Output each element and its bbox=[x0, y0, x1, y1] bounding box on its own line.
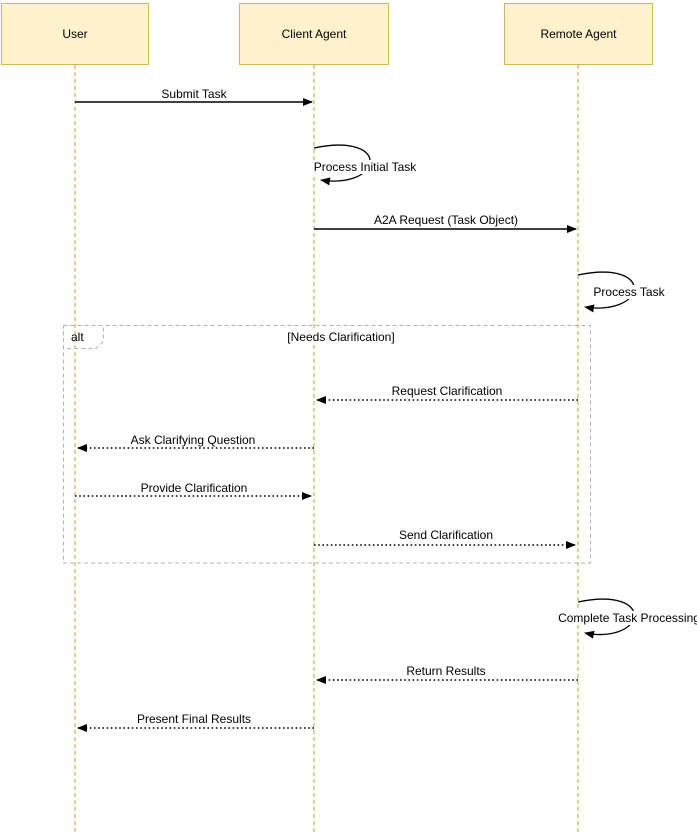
participant-client-agent-label: Client Agent bbox=[281, 27, 347, 41]
message-label-process-task: Process Task bbox=[592, 285, 666, 299]
message-label-provide-clarification: Provide Clarification bbox=[139, 481, 249, 495]
message-label-submit-task: Submit Task bbox=[160, 87, 228, 101]
message-label-a2a-request: A2A Request (Task Object) bbox=[372, 213, 520, 227]
participant-client-agent: Client Agent bbox=[239, 3, 389, 65]
participant-user-label: User bbox=[62, 27, 88, 41]
alt-operator-label: alt bbox=[71, 330, 84, 344]
participant-user: User bbox=[1, 3, 149, 65]
message-label-send-clarification: Send Clarification bbox=[397, 528, 495, 542]
message-label-present-final-results: Present Final Results bbox=[135, 712, 253, 726]
participant-remote-agent-label: Remote Agent bbox=[540, 27, 617, 41]
participant-remote-agent: Remote Agent bbox=[504, 3, 653, 65]
message-label-request-clarification: Request Clarification bbox=[390, 384, 504, 398]
alt-condition-label: [Needs Clarification] bbox=[285, 330, 397, 344]
message-label-ask-clarifying-question: Ask Clarifying Question bbox=[129, 433, 257, 447]
message-label-process-initial-task: Process Initial Task bbox=[312, 160, 418, 174]
alt-fragment-frame bbox=[63, 325, 591, 564]
message-label-return-results: Return Results bbox=[405, 664, 487, 678]
message-label-complete-task-processing: Complete Task Processing bbox=[557, 611, 697, 625]
